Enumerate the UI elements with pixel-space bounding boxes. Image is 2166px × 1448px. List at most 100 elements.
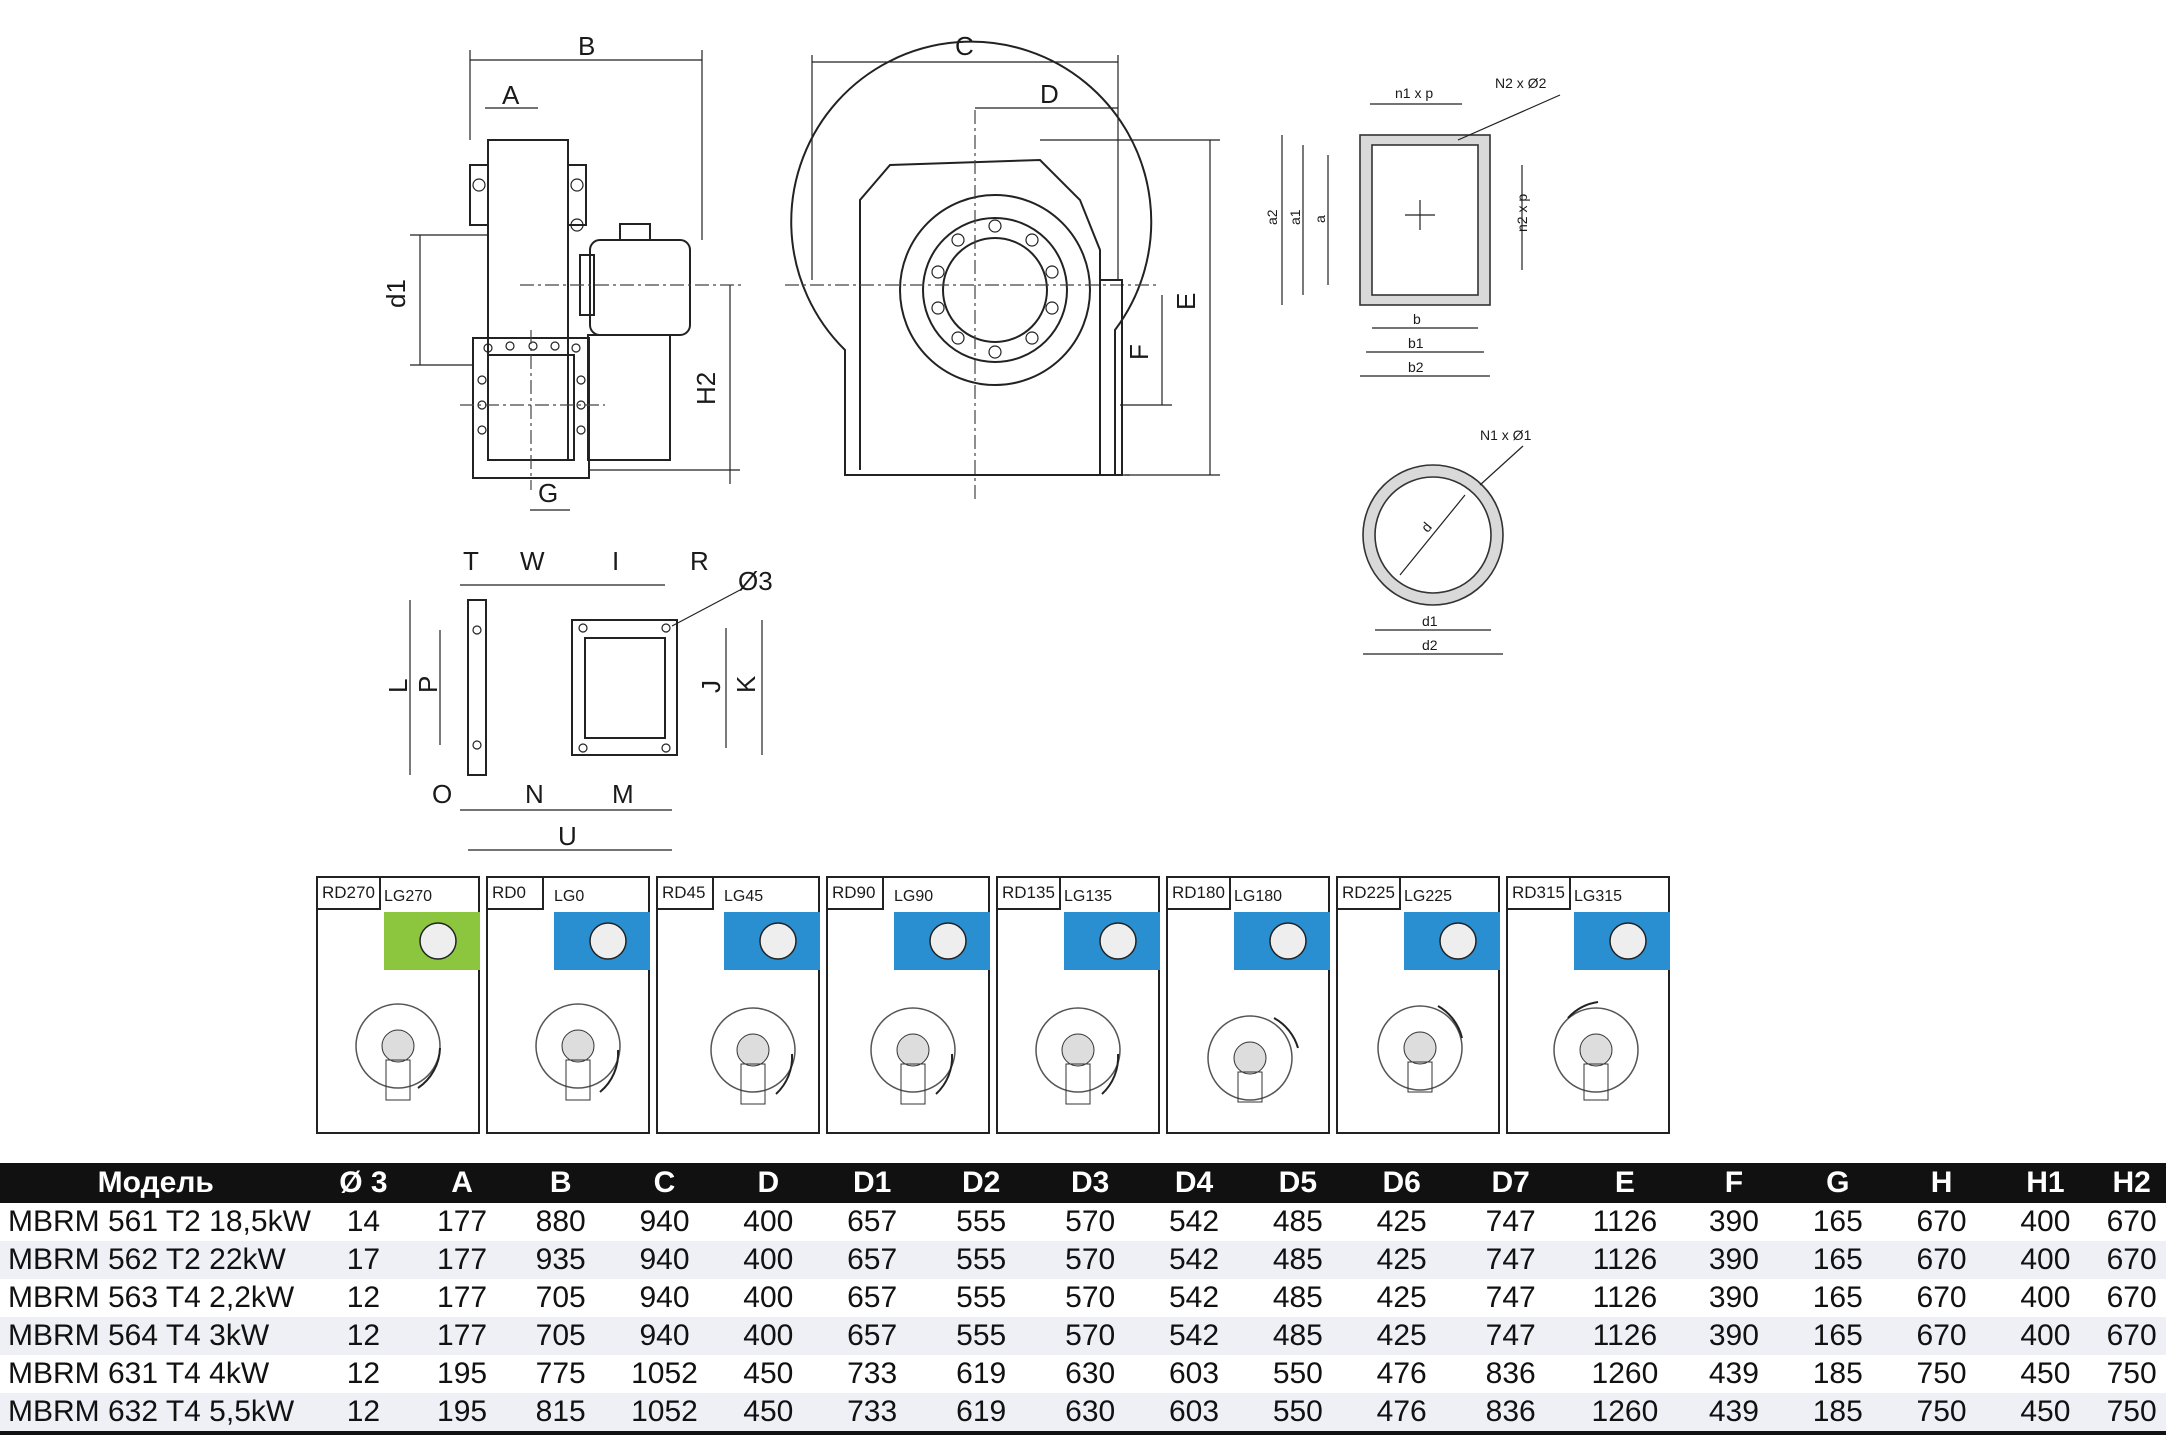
- orientation-panel-rd315: RD315 LG315: [1506, 876, 1670, 1134]
- dim-a: a: [1312, 215, 1328, 223]
- orientation-panel-rd135: RD135 LG135: [996, 876, 1160, 1134]
- orientation-rd: RD180: [1166, 876, 1231, 910]
- orientation-rd: RD90: [826, 876, 884, 910]
- value-cell: 1126: [1567, 1241, 1682, 1279]
- dim-E: E: [1171, 293, 1201, 310]
- value-cell: 747: [1453, 1241, 1568, 1279]
- value-cell: 670: [2106, 1205, 2157, 1238]
- value-cell: 485: [1245, 1241, 1350, 1279]
- base-plate: T W I R Ø3 L P J K O N M U: [383, 546, 773, 851]
- dim-L: L: [383, 679, 413, 693]
- dim-F: F: [1124, 344, 1154, 360]
- value-cell: 439: [1708, 1357, 1759, 1390]
- value-cell: 390: [1708, 1205, 1759, 1238]
- value-cell: 747: [1485, 1281, 1536, 1314]
- orientation-lg: LG225: [1404, 888, 1453, 905]
- value-cell: 476: [1376, 1357, 1427, 1390]
- value-cell: 425: [1349, 1241, 1454, 1279]
- value-cell: 940: [612, 1317, 717, 1355]
- orientation-panel-rd180: RD180 LG180: [1166, 876, 1330, 1134]
- value-cell: 657: [820, 1317, 925, 1355]
- value-cell: 705: [535, 1281, 586, 1314]
- value-cell: 450: [2020, 1357, 2071, 1390]
- value-cell: 165: [1785, 1241, 1890, 1279]
- value-cell: 195: [437, 1357, 488, 1390]
- value-cell: 177: [437, 1205, 488, 1238]
- value-cell: 14: [346, 1205, 381, 1238]
- value-cell: 1052: [631, 1357, 698, 1390]
- front-view: B A d1 H2 G: [381, 31, 745, 511]
- value-cell: 619: [924, 1393, 1039, 1435]
- value-cell: 630: [1065, 1357, 1116, 1390]
- value-cell: 630: [1038, 1393, 1143, 1435]
- value-cell: 750: [1889, 1393, 1994, 1435]
- col-header: D3: [1038, 1163, 1143, 1203]
- value-cell: 400: [2020, 1281, 2071, 1314]
- orientation-lg: LG0: [554, 888, 585, 905]
- col-header: D: [716, 1163, 821, 1203]
- value-cell: 836: [1485, 1357, 1536, 1390]
- spec-table: Модель Ø 3 A B C D D1 D2 D3 D4 D5 D6 D7 …: [0, 1163, 2166, 1435]
- dim-J: J: [696, 680, 726, 693]
- col-header: A: [415, 1163, 509, 1203]
- orientation-panels: RD270 LG270 RD0 LG0 RD45 LG45 RD90 LG90 …: [316, 876, 1676, 1136]
- orientation-rd: RD225: [1336, 876, 1401, 910]
- col-header: H1: [1993, 1163, 2098, 1203]
- model-cell: MBRM 632 T4 5,5kW: [0, 1393, 312, 1435]
- value-cell: 603: [1168, 1357, 1220, 1390]
- value-cell: 555: [956, 1205, 1007, 1238]
- value-cell: 657: [847, 1281, 898, 1314]
- dim-b: b: [1413, 311, 1421, 327]
- value-cell: 400: [716, 1241, 821, 1279]
- value-cell: 177: [415, 1241, 509, 1279]
- dim-N1: N1 x Ø1: [1480, 427, 1532, 443]
- fan-orientation-icon: [1377, 922, 1477, 1093]
- model-cell: MBRM 561 T2 18,5kW: [8, 1205, 311, 1238]
- value-cell: 185: [1785, 1393, 1890, 1435]
- value-cell: 165: [1812, 1281, 1863, 1314]
- dim-R: R: [690, 546, 709, 576]
- fan-orientation-icon: [1035, 922, 1137, 1105]
- value-cell: 400: [743, 1281, 794, 1314]
- dim-N: N: [525, 779, 544, 809]
- value-cell: 1260: [1591, 1357, 1659, 1390]
- value-cell: 1126: [1567, 1317, 1682, 1355]
- orientation-lg: LG90: [894, 888, 934, 905]
- value-cell: 400: [2020, 1205, 2071, 1238]
- dim-a1: a1: [1287, 209, 1303, 225]
- value-cell: 485: [1272, 1281, 1323, 1314]
- value-cell: 485: [1272, 1205, 1323, 1238]
- orientation-panel-rd90: RD90 LG90: [826, 876, 990, 1134]
- value-cell: 542: [1142, 1317, 1246, 1355]
- orientation-lg: LG270: [384, 888, 433, 905]
- col-header: H: [1889, 1163, 1994, 1203]
- value-cell: 836: [1453, 1393, 1568, 1435]
- value-cell: 195: [415, 1393, 509, 1435]
- fan-orientation-icon: [1207, 922, 1307, 1103]
- value-cell: 425: [1349, 1317, 1454, 1355]
- value-cell: 750: [2097, 1393, 2166, 1435]
- value-cell: 12: [346, 1281, 381, 1314]
- col-header: D2: [924, 1163, 1039, 1203]
- value-cell: 570: [1065, 1281, 1116, 1314]
- value-cell: 555: [924, 1317, 1039, 1355]
- orientation-panel-rd0: RD0 LG0: [486, 876, 650, 1134]
- dim-d2-round: d2: [1422, 637, 1438, 653]
- value-cell: 747: [1453, 1317, 1568, 1355]
- value-cell: 542: [1168, 1205, 1220, 1238]
- col-header: B: [508, 1163, 613, 1203]
- model-cell: MBRM 631 T4 4kW: [8, 1357, 270, 1390]
- value-cell: 670: [1916, 1205, 1967, 1238]
- value-cell: 750: [2106, 1357, 2157, 1390]
- dim-M: M: [612, 779, 634, 809]
- value-cell: 450: [716, 1393, 821, 1435]
- dim-T: T: [463, 546, 479, 576]
- value-cell: 390: [1682, 1317, 1786, 1355]
- value-cell: 657: [820, 1241, 925, 1279]
- value-cell: 1052: [612, 1393, 717, 1435]
- value-cell: 670: [1889, 1317, 1994, 1355]
- value-cell: 400: [1993, 1241, 2098, 1279]
